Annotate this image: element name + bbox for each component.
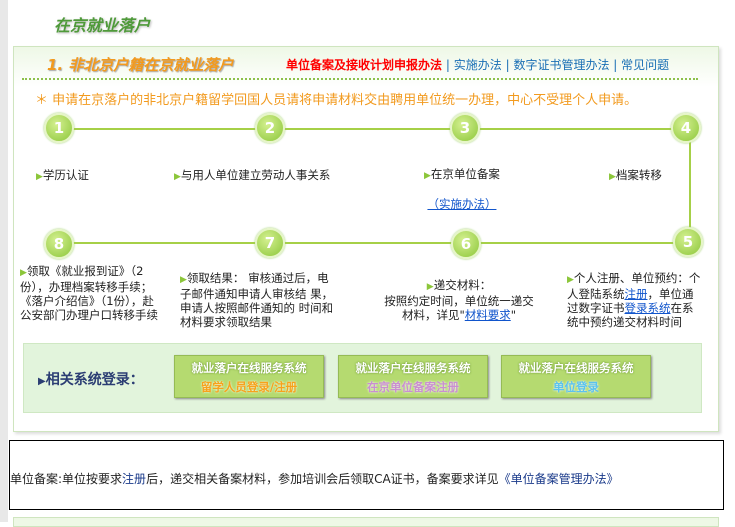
student-login-button[interactable]: 就业落户在线服务系统留学人员登录/注册 [174, 355, 324, 398]
unit-filing-text: 单位备案:单位按要求注册后，递交相关备案材料，参加培训会后领取CA证书，备案要求… [10, 472, 619, 486]
step-6-text: ▶递交材料：按照约定时间，单位统一递交材料，详见"材料要求" [384, 278, 534, 322]
step-7-badge: 7 [255, 228, 285, 258]
login-system-link[interactable]: 登录系统 [624, 301, 671, 315]
button-line2: 在京单位备案注册 [367, 380, 459, 394]
step-3-text: ▶在京单位备案（实施办法） [424, 167, 500, 211]
button-line1: 就业落户在线服务系统 [191, 361, 307, 375]
separator: | [445, 58, 450, 72]
page-title: 在京就业落户 [54, 16, 151, 35]
timeline-line [60, 128, 690, 130]
unit-register-button[interactable]: 就业落户在线服务系统在京单位备案注册 [338, 355, 488, 398]
register-link[interactable]: 注册 [624, 287, 648, 301]
step-2-text: ▶与用人单位建立劳动人事关系 [174, 168, 331, 182]
divider [22, 78, 698, 80]
button-line1: 就业落户在线服务系统 [518, 361, 634, 375]
left-gutter [0, 0, 8, 522]
step-8-badge: 8 [44, 229, 74, 259]
button-line2: 留学人员登录/注册 [200, 380, 298, 394]
step-8-text: ▶领取《就业报到证》（2份），办理档案转移手续；《落户介绍信》（1份），赴公安部… [20, 264, 158, 322]
unit-login-button[interactable]: 就业落户在线服务系统单位登录 [501, 355, 651, 398]
nav-link-faq[interactable]: 常见问题 [621, 58, 670, 72]
nav-link-unit-filing[interactable]: 单位备案及接收计划申报办法 [286, 58, 443, 72]
separator: | [505, 58, 510, 72]
step-2-badge: 2 [255, 113, 285, 143]
step-1-badge: 1 [44, 113, 74, 143]
step-1-text: ▶学历认证 [36, 168, 89, 182]
unit-filing-box [9, 440, 724, 510]
nav-link-implementation[interactable]: 实施办法 [453, 58, 502, 72]
login-label: ▶相关系统登录： [38, 372, 144, 388]
button-line2: 单位登录 [553, 380, 599, 394]
step-5-badge: 5 [673, 227, 703, 257]
section-title: 1. 非北京户籍在京就业落户 [47, 56, 234, 74]
next-panel [13, 517, 719, 527]
step-4-badge: 4 [671, 113, 701, 143]
step-5-text: ▶个人注册、单位预约：个人登陆系统注册，单位通过数字证书登录系统在系统中预约递交… [567, 271, 701, 329]
nav-link-certificate[interactable]: 数字证书管理办法 [513, 58, 610, 72]
filing-rules-link[interactable]: 《单位备案管理办法》 [498, 472, 619, 486]
timeline-line [60, 242, 690, 244]
notice-text: ＊ 申请在京落户的非北京户籍留学回国人员请将申请材料交由聘用单位统一办理，中心不… [35, 93, 638, 108]
step-4-text: ▶档案转移 [609, 168, 662, 182]
step-3-badge: 3 [450, 113, 480, 143]
step-6-badge: 6 [451, 229, 481, 259]
separator: | [613, 58, 618, 72]
material-requirements-link[interactable]: 材料要求 [464, 308, 511, 322]
timeline-line [689, 128, 691, 242]
nav-links: 单位备案及接收计划申报办法 | 实施办法 | 数字证书管理办法 | 常见问题 [286, 56, 669, 73]
implementation-link[interactable]: （实施办法） [427, 197, 497, 211]
register-link[interactable]: 注册 [122, 472, 147, 486]
step-7-text: ▶领取结果： 审核通过后，电子邮件通知申请人审核结 果，申请人按照邮件通知的 时… [180, 271, 334, 329]
button-line1: 就业落户在线服务系统 [355, 361, 471, 375]
